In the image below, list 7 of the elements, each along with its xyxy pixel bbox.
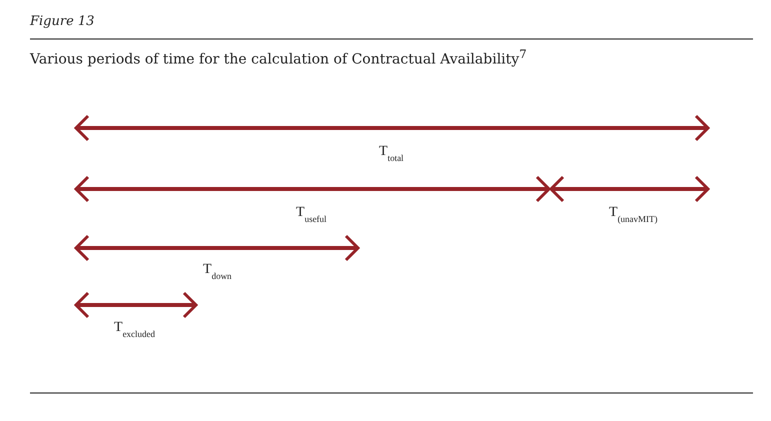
period-label: T$_{excluded}$ bbox=[114, 320, 156, 339]
period-label: T$_{down}$ bbox=[203, 262, 232, 281]
period-label: T$_{total}$ bbox=[379, 144, 404, 163]
figure-number: Figure 13 bbox=[30, 14, 94, 29]
figure-title: Various periods of time for the calculation of Contractual Availability$^{7}$ bbox=[30, 47, 527, 68]
period-label: T$_{useful}$ bbox=[296, 205, 327, 224]
period-label: T$_{(unavMIT)}$ bbox=[609, 205, 658, 224]
